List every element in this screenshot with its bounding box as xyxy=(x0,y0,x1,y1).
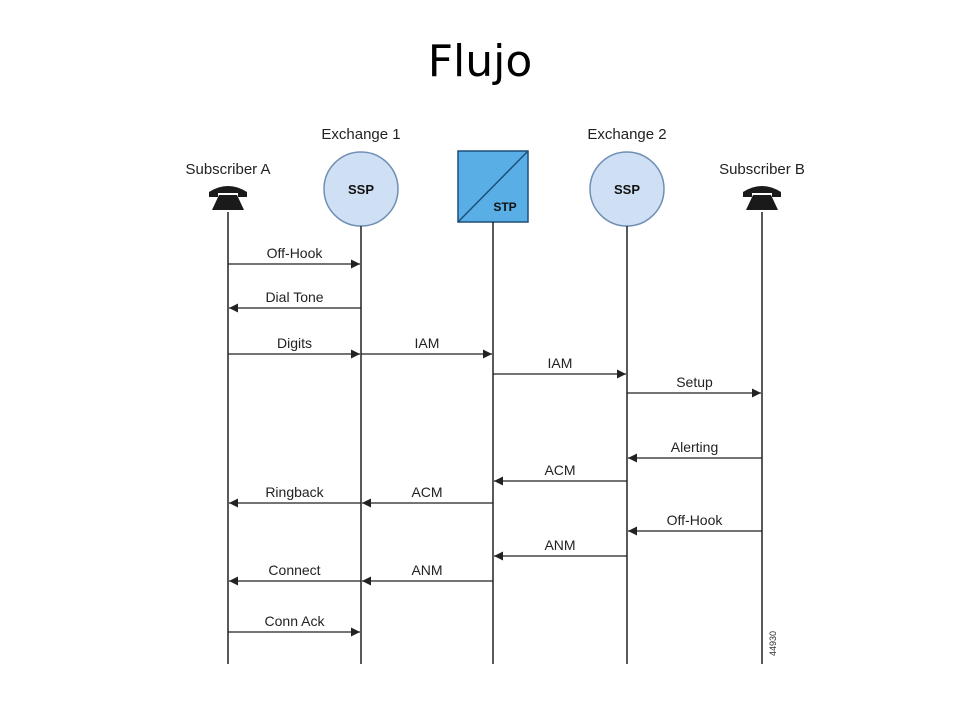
message: Setup xyxy=(627,374,761,398)
message-label: Off-Hook xyxy=(267,245,324,261)
message-label: Connect xyxy=(268,562,320,578)
message: Dial Tone xyxy=(229,289,361,313)
telephone-icon xyxy=(209,186,247,210)
message-label: Ringback xyxy=(265,484,324,500)
stp-node-label: STP xyxy=(493,200,516,214)
stp-node: STP xyxy=(457,150,529,223)
message: ACM xyxy=(494,462,627,486)
ssp-node: SSP xyxy=(589,151,665,227)
figure-id: 44930 xyxy=(768,631,778,656)
participant-label: Exchange 1 xyxy=(321,126,400,143)
message-label: Setup xyxy=(676,374,713,390)
message: ACM xyxy=(362,484,493,508)
slide-title: Flujo xyxy=(427,36,533,87)
message: Connect xyxy=(229,562,361,586)
message: Off-Hook xyxy=(628,512,762,536)
message-label: ACM xyxy=(544,462,575,478)
message-label: ACM xyxy=(411,484,442,500)
ssp-node-label: SSP xyxy=(348,182,374,197)
message: Digits xyxy=(228,335,360,359)
telephone-icon xyxy=(743,186,781,210)
message-label: Digits xyxy=(277,335,312,351)
participant-label: Subscriber A xyxy=(185,161,270,178)
message-label: ANM xyxy=(411,562,442,578)
message-label: ANM xyxy=(544,537,575,553)
message: Ringback xyxy=(229,484,361,508)
participant-label: Exchange 2 xyxy=(587,126,666,143)
participant-stp: STP xyxy=(457,150,529,223)
message: Conn Ack xyxy=(228,613,360,637)
message: IAM xyxy=(493,355,626,379)
message-label: Dial Tone xyxy=(265,289,323,305)
ssp-node: SSP xyxy=(323,151,399,227)
participant-ex2: Exchange 2 SSP xyxy=(587,126,667,227)
message-label: Off-Hook xyxy=(667,512,724,528)
message-label: IAM xyxy=(415,335,440,351)
message: IAM xyxy=(361,335,492,359)
participant-label: Subscriber B xyxy=(719,161,805,178)
participant-ex1: Exchange 1 SSP xyxy=(321,126,401,227)
message: ANM xyxy=(494,537,627,561)
participant-subB: Subscriber B xyxy=(719,161,805,210)
participant-subA: Subscriber A xyxy=(185,161,271,210)
message: ANM xyxy=(362,562,493,586)
ssp-node-label: SSP xyxy=(614,182,640,197)
message: Alerting xyxy=(628,439,762,463)
message-label: Alerting xyxy=(671,439,718,455)
message: Off-Hook xyxy=(228,245,360,269)
message-label: Conn Ack xyxy=(265,613,326,629)
message-label: IAM xyxy=(548,355,573,371)
